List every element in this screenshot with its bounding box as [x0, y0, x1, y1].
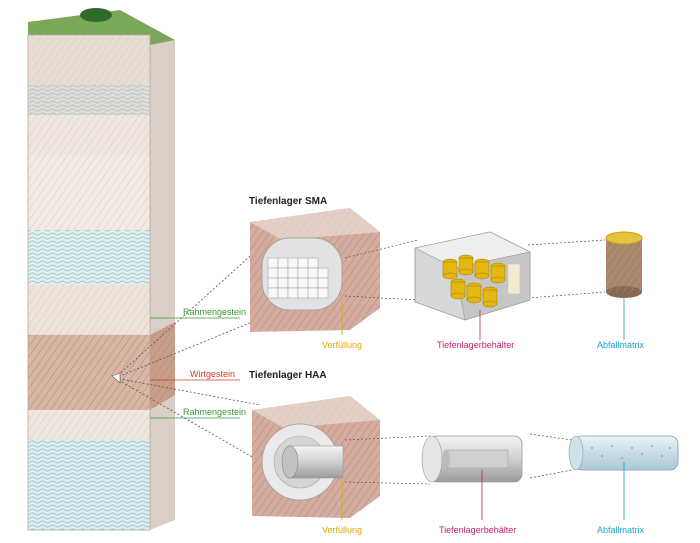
sma-waste-drum	[605, 231, 643, 298]
sma-label-waste: Abfallmatrix	[597, 340, 645, 350]
haa-label-backfill: Verfüllung	[322, 525, 363, 535]
column-right-face	[150, 28, 175, 530]
rock-column	[27, 8, 175, 531]
haa-container	[421, 435, 523, 483]
repository-marker	[111, 372, 121, 384]
haa-projection-lines	[344, 433, 573, 485]
sma-tunnel-block	[250, 208, 380, 332]
tree-cluster	[80, 8, 112, 22]
label-lower-host-rock: Rahmengestein	[183, 407, 247, 417]
sma-container	[414, 231, 531, 321]
sma-label-backfill: Verfüllung	[322, 340, 363, 350]
haa-tunnel-block	[252, 396, 380, 518]
label-host-rock: Wirtgestein	[190, 369, 236, 379]
haa-waste-cylinder	[568, 435, 679, 471]
sma-projection-lines	[344, 239, 606, 301]
callout-lines	[114, 239, 276, 471]
haa-title: Tiefenlager HAA	[249, 370, 327, 381]
haa-label-container: Tiefenlagerbehälter	[439, 525, 517, 535]
sma-label-container: Tiefenlagerbehälter	[437, 340, 515, 350]
sma-title: Tiefenlager SMA	[249, 196, 328, 207]
label-upper-host-rock: Rahmengestein	[183, 307, 247, 317]
haa-label-waste: Abfallmatrix	[597, 525, 645, 535]
